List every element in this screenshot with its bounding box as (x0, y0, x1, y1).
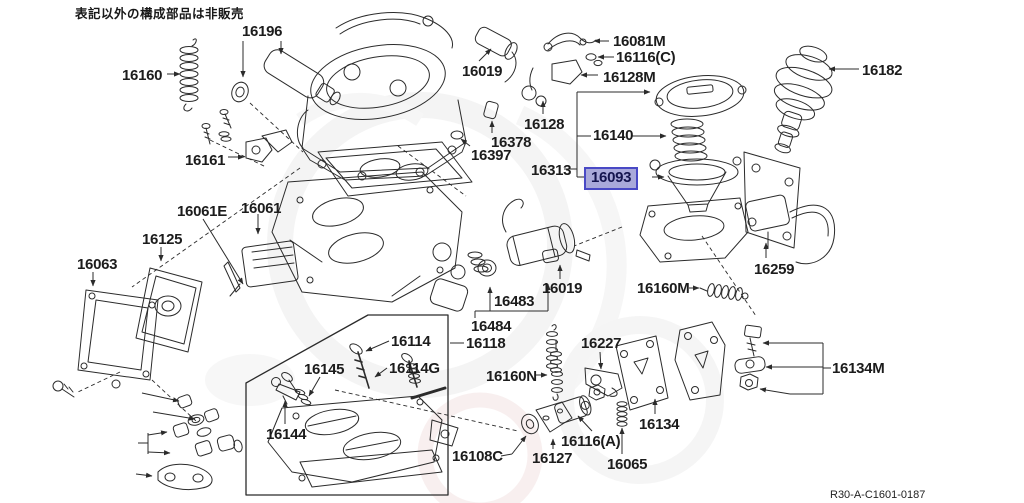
sketch-gasket-16125 (135, 267, 203, 353)
sketch-upper-carburetor (296, 12, 467, 181)
part-label-16196[interactable]: 16196 (242, 23, 283, 40)
part-label-16134m[interactable]: 16134M (832, 360, 885, 377)
sketch-anti-dieseling-solenoid (231, 49, 341, 106)
part-label-16116a[interactable]: 16116(A) (561, 433, 621, 450)
sketch-main-body (271, 171, 463, 303)
part-label-16161[interactable]: 16161 (185, 152, 226, 169)
part-label-16019-mid[interactable]: 16019 (542, 280, 583, 297)
part-label-16081m[interactable]: 16081M (613, 33, 666, 50)
part-label-16134[interactable]: 16134 (639, 416, 680, 433)
part-label-16061e[interactable]: 16061E (177, 203, 227, 220)
non-sale-note: 表記以外の構成部品は非販売 (75, 6, 245, 21)
part-label-16145[interactable]: 16145 (304, 361, 345, 378)
part-label-16484[interactable]: 16484 (471, 318, 512, 335)
part-label-16160[interactable]: 16160 (122, 67, 163, 84)
part-label-16483[interactable]: 16483 (494, 293, 535, 310)
leader-lines (90, 38, 859, 478)
part-label-16065[interactable]: 16065 (607, 456, 648, 473)
part-label-16019-top[interactable]: 16019 (462, 63, 503, 80)
part-label-16160n[interactable]: 16160N (486, 368, 537, 385)
part-label-16114g[interactable]: 16114G (389, 360, 440, 377)
sketch-suction-chamber (639, 75, 836, 265)
assembly-box-16118 (245, 314, 449, 496)
sketch-throttle-chamber (267, 343, 459, 488)
drawing-code: R30-A-C1601-0187 (830, 489, 926, 501)
part-label-16127[interactable]: 16127 (532, 450, 573, 467)
sketch-small-top-parts (450, 32, 603, 140)
sketch-idle-solenoid (477, 198, 591, 277)
sketch-spring-16160 (179, 38, 211, 145)
part-label-16118[interactable]: 16118 (466, 335, 506, 352)
sketch-jets-cluster (157, 394, 243, 491)
part-label-16061[interactable]: 16061 (241, 200, 282, 217)
sketch-spring-16160n (550, 339, 562, 373)
part-label-16259[interactable]: 16259 (754, 261, 795, 278)
part-label-16108c[interactable]: 16108C (452, 448, 503, 465)
part-label-16093[interactable]: 16093 (584, 167, 639, 190)
part-label-16128m[interactable]: 16128M (603, 69, 656, 86)
part-label-16140[interactable]: 16140 (593, 127, 634, 144)
sketch-frame-16063 (52, 289, 159, 398)
part-label-16144[interactable]: 16144 (266, 426, 307, 443)
part-label-16313[interactable]: 16313 (531, 162, 572, 179)
part-label-16125[interactable]: 16125 (142, 231, 183, 248)
part-label-16227[interactable]: 16227 (581, 335, 622, 352)
sketch-bracket-16134m (674, 321, 766, 401)
part-label-16063[interactable]: 16063 (77, 256, 118, 273)
part-label-16182[interactable]: 16182 (862, 62, 903, 79)
sketch-linkage-cluster (521, 324, 669, 435)
sketch-regulator-16061 (223, 240, 299, 297)
part-label-16128[interactable]: 16128 (524, 116, 565, 133)
dashed-leaders (77, 102, 757, 432)
part-label-16116c[interactable]: 16116(C) (616, 49, 676, 66)
sketch-choke-cluster (429, 242, 489, 312)
sketch-diaphragm-16182 (773, 45, 833, 154)
part-label-16397[interactable]: 16397 (471, 147, 512, 164)
part-label-16114[interactable]: 16114 (391, 333, 431, 350)
part-label-16160m[interactable]: 16160M (637, 280, 690, 297)
part-label-16378[interactable]: 16378 (491, 134, 532, 151)
